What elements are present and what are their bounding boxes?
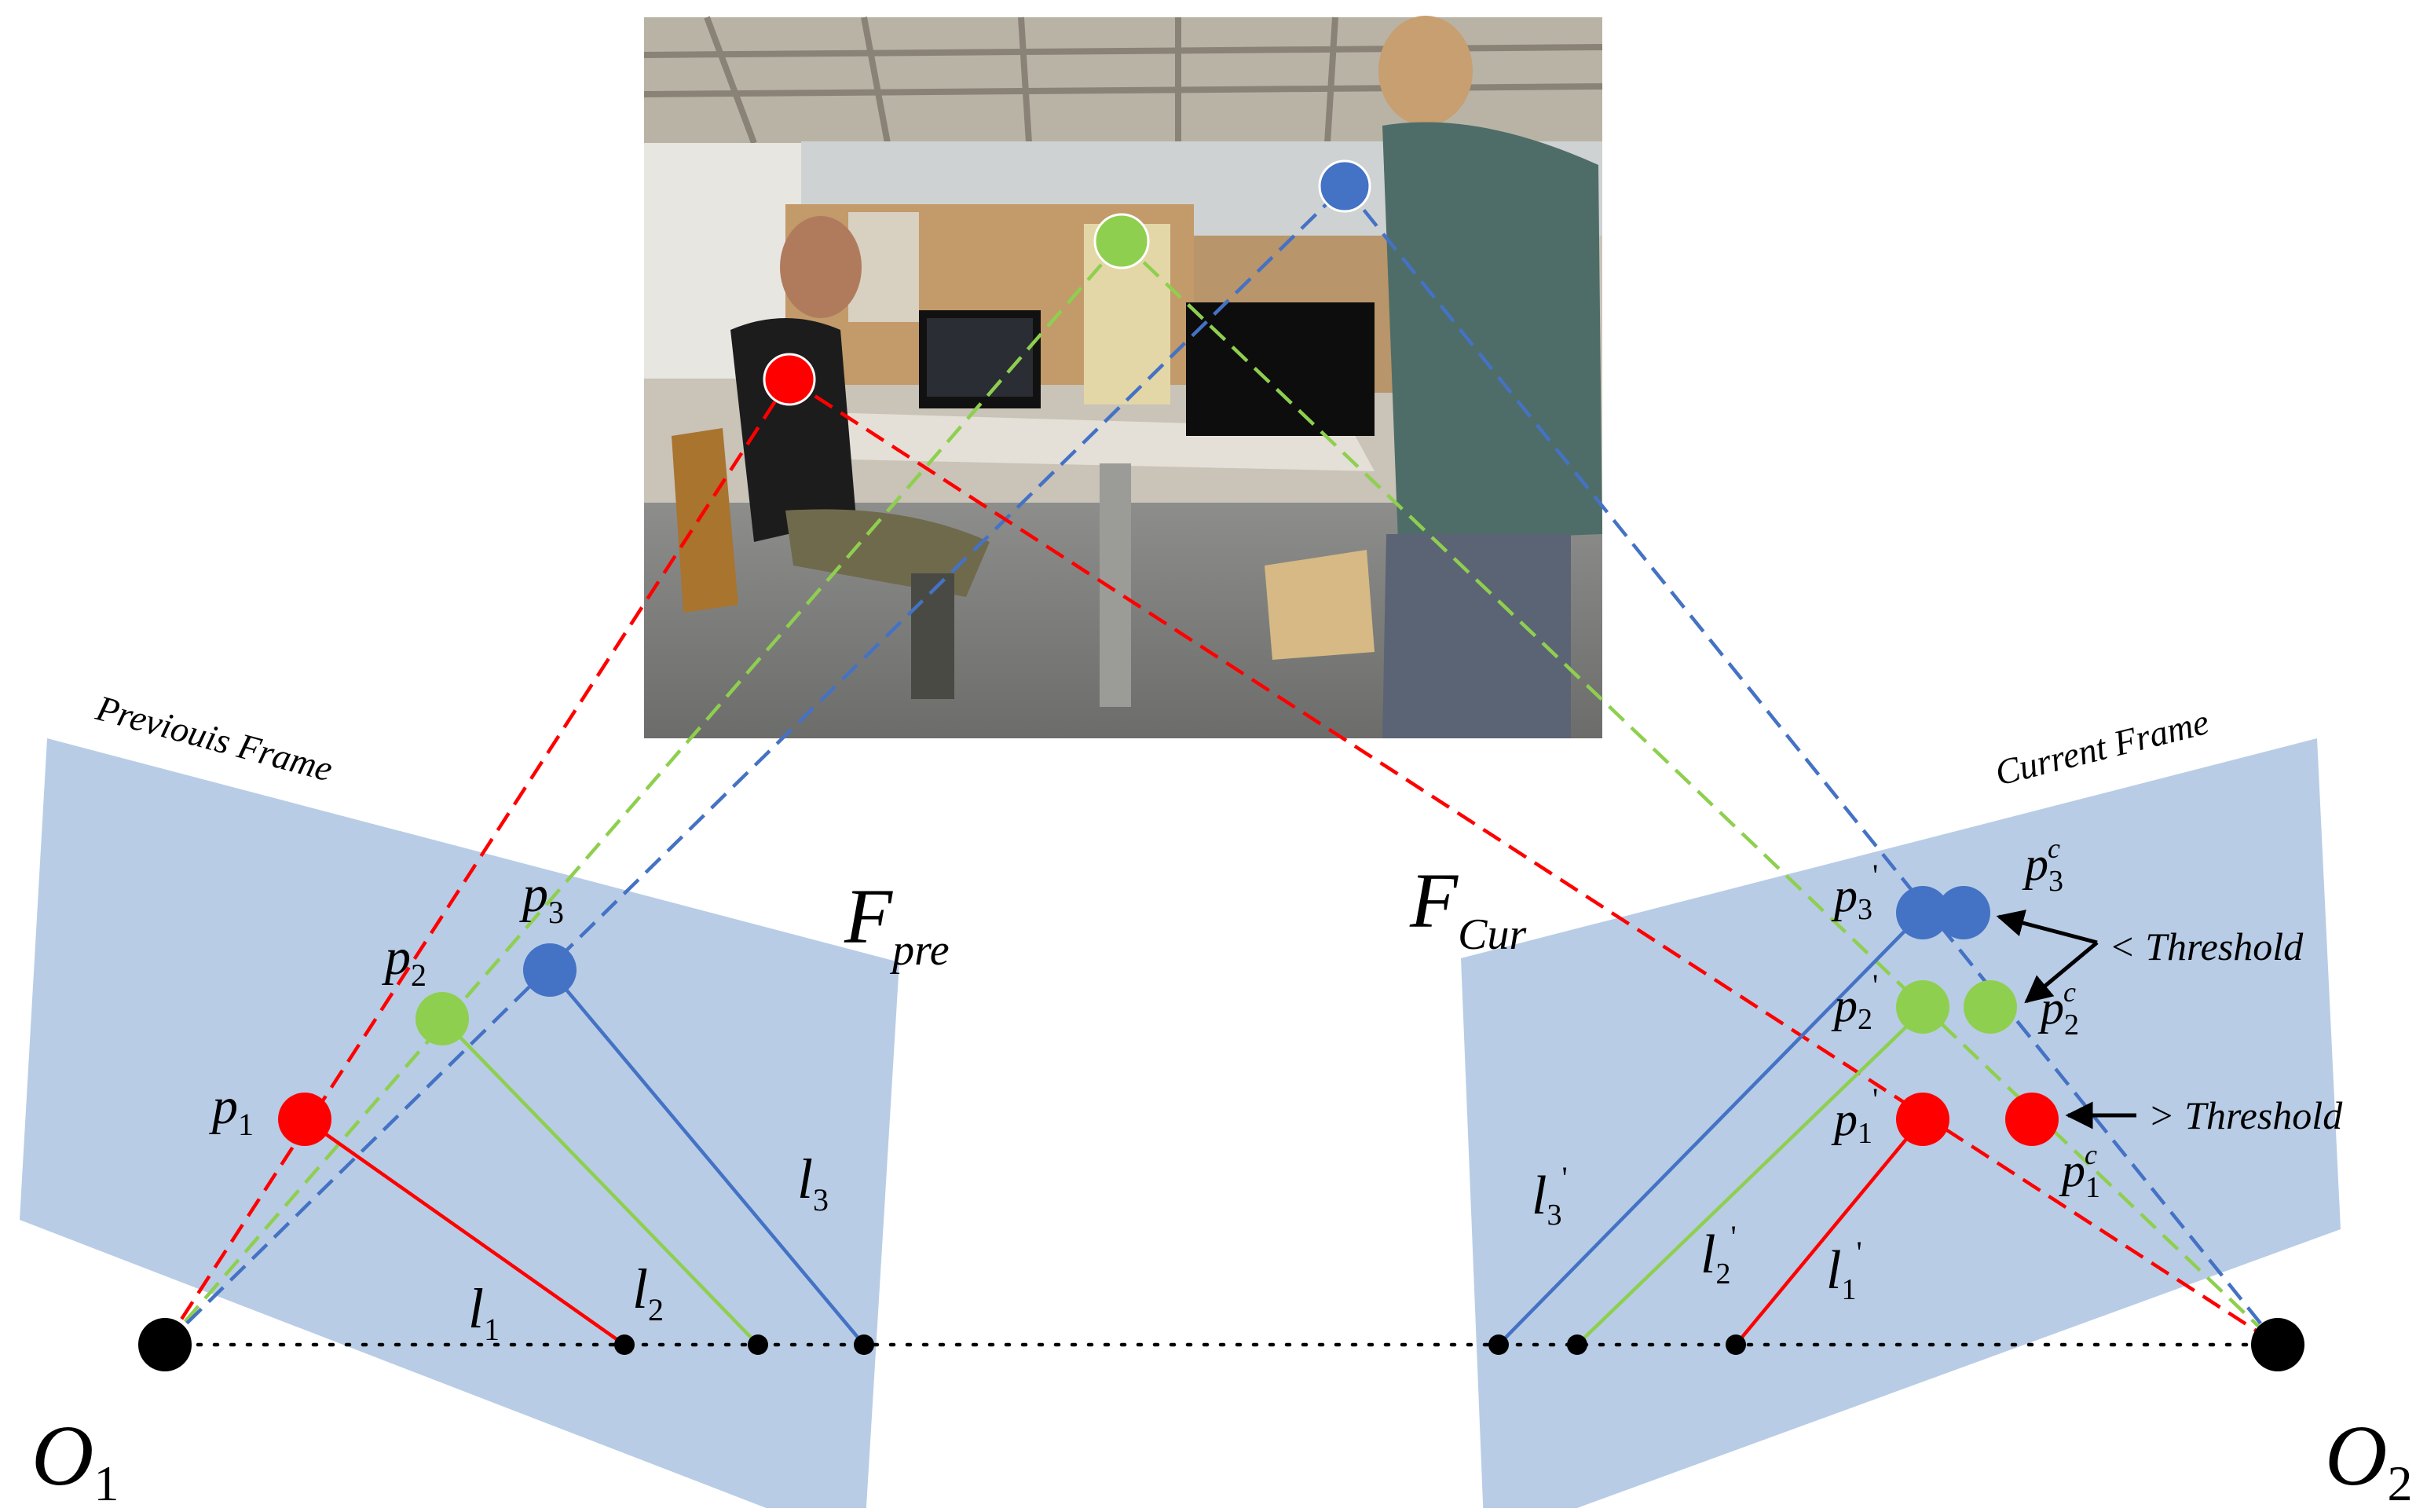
label-l2: l2 [632, 1258, 664, 1327]
gt-threshold-label: > Threshold [2148, 1093, 2343, 1137]
label-p3-c: p3c [2022, 833, 2063, 898]
epipolar-lines-current [1497, 911, 1924, 1346]
prev-point-p3 [523, 943, 577, 997]
label-p3: p3 [519, 866, 564, 930]
cur-point-p3-prime [1896, 886, 1949, 939]
f-pre-label: Fpre [844, 873, 950, 975]
label-p1: p1 [209, 1078, 254, 1142]
photo-point-red [763, 353, 816, 406]
previous-frame-plane [20, 738, 899, 1512]
cur-point-p3-c [1937, 886, 1990, 939]
label-p2: p2 [382, 928, 426, 993]
label-p1-c: p1c [2059, 1139, 2100, 1204]
cur-point-p2-c [1964, 980, 2017, 1034]
threshold-arrows [1996, 910, 2136, 1129]
rays-from-o1 [163, 185, 1346, 1346]
arrow-lt-to-p2c [2024, 941, 2099, 1004]
label-l2-prime: l2' [1700, 1219, 1737, 1291]
prev-point-p2 [415, 992, 469, 1045]
cur-point-p2-prime [1896, 980, 1949, 1034]
label-l3-prime: l3' [1532, 1160, 1568, 1232]
label-p2-c: p2c [2037, 976, 2079, 1042]
label-l3: l3 [797, 1148, 829, 1217]
camera-center-o2 [2251, 1318, 2304, 1371]
photo-point-blue [1318, 159, 1371, 213]
label-l1: l1 [468, 1277, 500, 1347]
photo-point-green [1093, 213, 1150, 269]
label-p2-prime: p2' [1831, 968, 1878, 1036]
o1-label: O1 [31, 1408, 119, 1508]
epipolar-lines-previous [303, 968, 866, 1346]
arrow-lt-to-p3c [1996, 910, 2098, 945]
label-p1-prime: p1' [1831, 1082, 1878, 1150]
camera-center-o1 [138, 1318, 192, 1371]
cur-point-p1-c [2005, 1093, 2059, 1146]
label-p3-prime: p3' [1831, 858, 1878, 926]
lt-threshold-label: < Threshold [2109, 924, 2304, 968]
cur-point-p1-prime [1896, 1093, 1949, 1146]
rays-to-o2 [788, 185, 2279, 1346]
prev-point-p1 [278, 1093, 331, 1146]
o2-label: O2 [2325, 1408, 2412, 1508]
baseline-endpoints [614, 1334, 1746, 1355]
office-scene-photo [643, 16, 1603, 738]
label-l1-prime: l1' [1826, 1235, 1862, 1306]
f-cur-label: FCur [1409, 857, 1526, 959]
